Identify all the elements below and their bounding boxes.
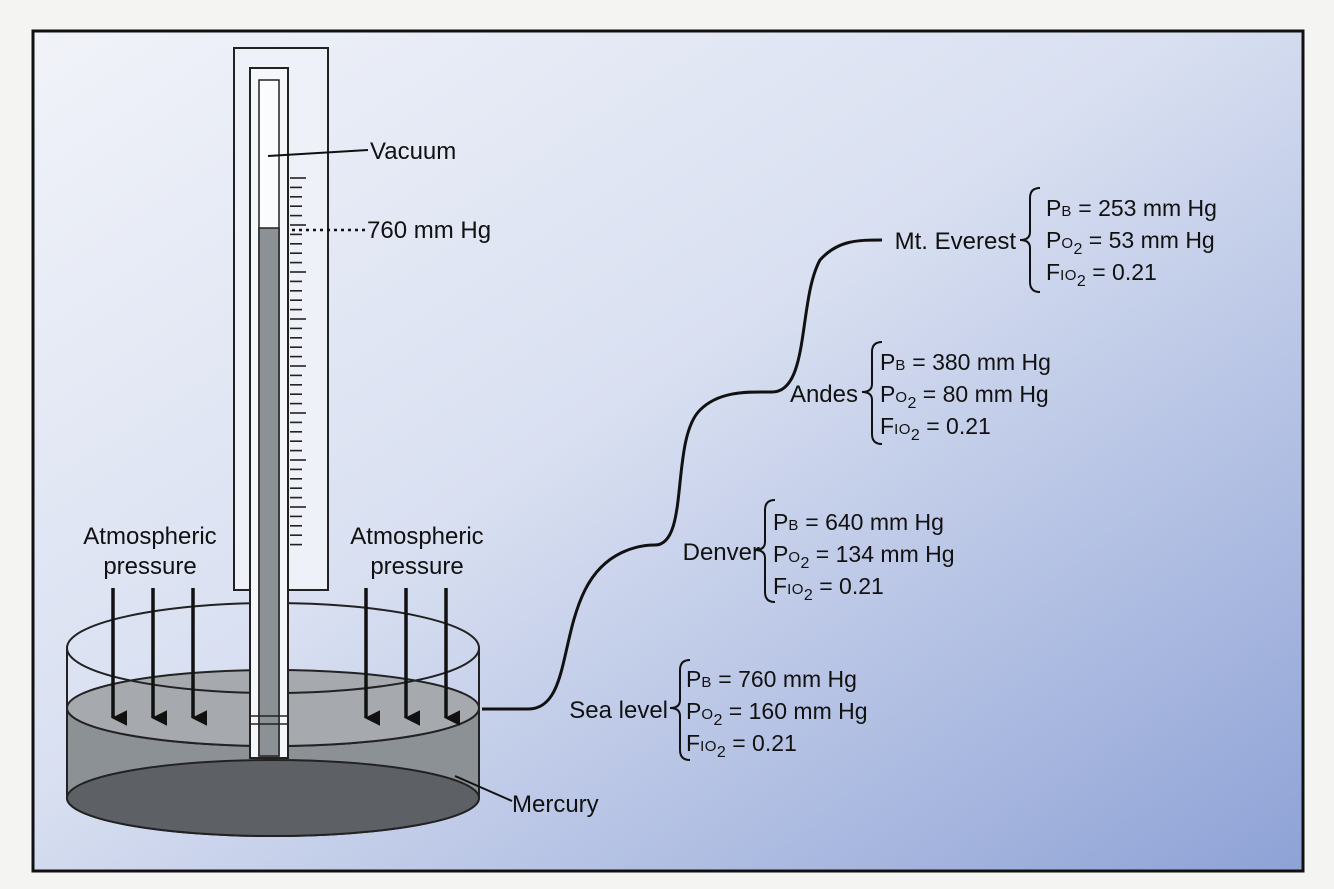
fio2-line: FIO2 = 0.21 [686,730,797,761]
brace [861,341,883,445]
atmospheric-pressure-arrows [111,588,461,726]
pb-line: PB = 380 mm Hg [880,349,1051,375]
brace [669,659,691,761]
mercury-label: Mercury [512,791,599,818]
atmospheric-pressure-right-line1: Atmospheric [350,523,483,550]
brace [1019,187,1041,293]
location-name: Denver [683,539,760,566]
glass-tube [249,67,289,759]
pb-line: PB = 253 mm Hg [1046,195,1217,221]
location-name: Mt. Everest [895,228,1017,255]
location-andes: Andes PB = 380 mm Hg PO2 = 80 mm Hg FIO2… [790,341,1051,445]
mercury-dish [66,602,480,837]
fio2-line: FIO2 = 0.21 [773,573,884,604]
pb-line: PB = 760 mm Hg [686,666,857,692]
fio2-line: FIO2 = 0.21 [1046,259,1157,290]
fio2-line: FIO2 = 0.21 [880,413,991,444]
location-everest: Mt. Everest PB = 253 mm Hg PO2 = 53 mm H… [895,187,1217,293]
location-name: Andes [790,381,858,408]
pb-line: PB = 640 mm Hg [773,509,944,535]
vacuum-label: Vacuum [370,138,456,165]
mercury-column [258,227,280,757]
location-denver: Denver PB = 640 mm Hg PO2 = 134 mm Hg FI… [683,499,955,604]
po2-line: PO2 = 80 mm Hg [880,381,1049,412]
altitude-curve [482,238,883,711]
measurement-scale [290,177,306,546]
brace [754,499,776,603]
po2-line: PO2 = 160 mm Hg [686,698,868,729]
po2-line: PO2 = 134 mm Hg [773,541,955,572]
po2-line: PO2 = 53 mm Hg [1046,227,1215,258]
atmospheric-pressure-right-line2: pressure [370,553,463,580]
atmospheric-pressure-left-line1: Atmospheric [83,523,216,550]
location-name: Sea level [569,697,668,724]
column-height-label: 760 mm Hg [367,217,491,244]
location-sea-level: Sea level PB = 760 mm Hg PO2 = 160 mm Hg… [569,659,868,761]
atmospheric-pressure-left-line2: pressure [103,553,196,580]
